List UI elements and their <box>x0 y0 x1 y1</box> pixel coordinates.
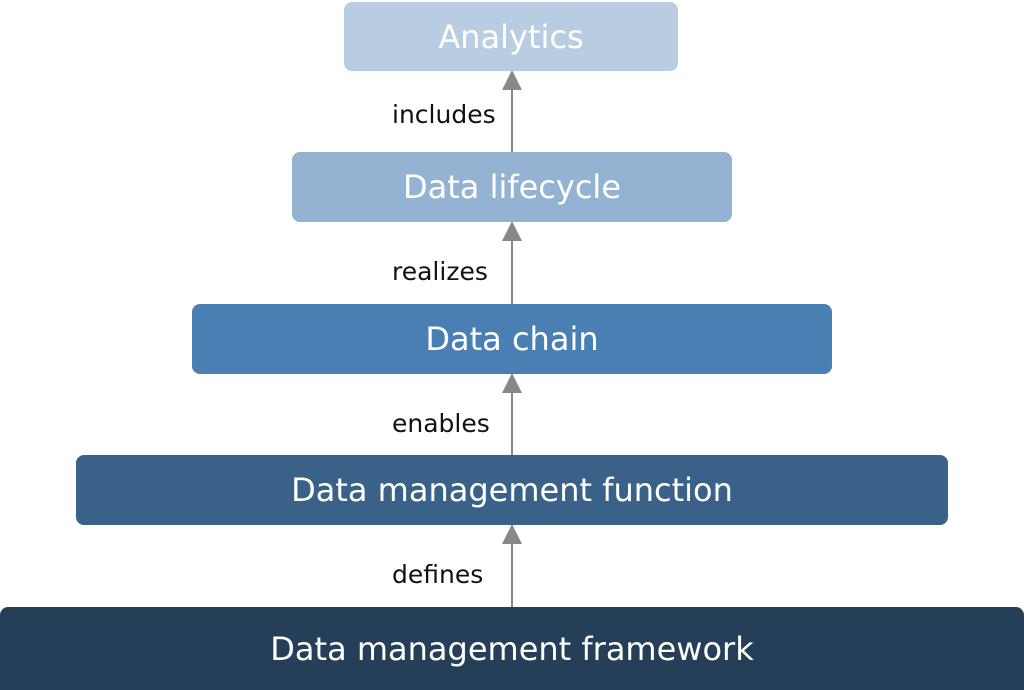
data-lifecycle-label: Data lifecycle <box>402 168 621 206</box>
realizes-label: realizes <box>392 257 488 286</box>
data-management-framework-label: Data management framework <box>270 629 754 668</box>
data-chain-box: Data chain <box>192 304 832 374</box>
defines-label: defines <box>392 560 484 589</box>
data-chain-label: Data chain <box>425 320 599 358</box>
data-lifecycle-box: Data lifecycle <box>292 152 732 222</box>
analytics-box: Analytics <box>344 2 678 71</box>
data-management-function-box: Data management function <box>76 455 948 525</box>
data-management-framework-box: Data management framework <box>0 607 1024 690</box>
includes-label: includes <box>392 100 496 129</box>
analytics-label: Analytics <box>438 17 584 56</box>
data-management-function-label: Data management function <box>291 471 733 509</box>
enables-label: enables <box>392 409 490 438</box>
